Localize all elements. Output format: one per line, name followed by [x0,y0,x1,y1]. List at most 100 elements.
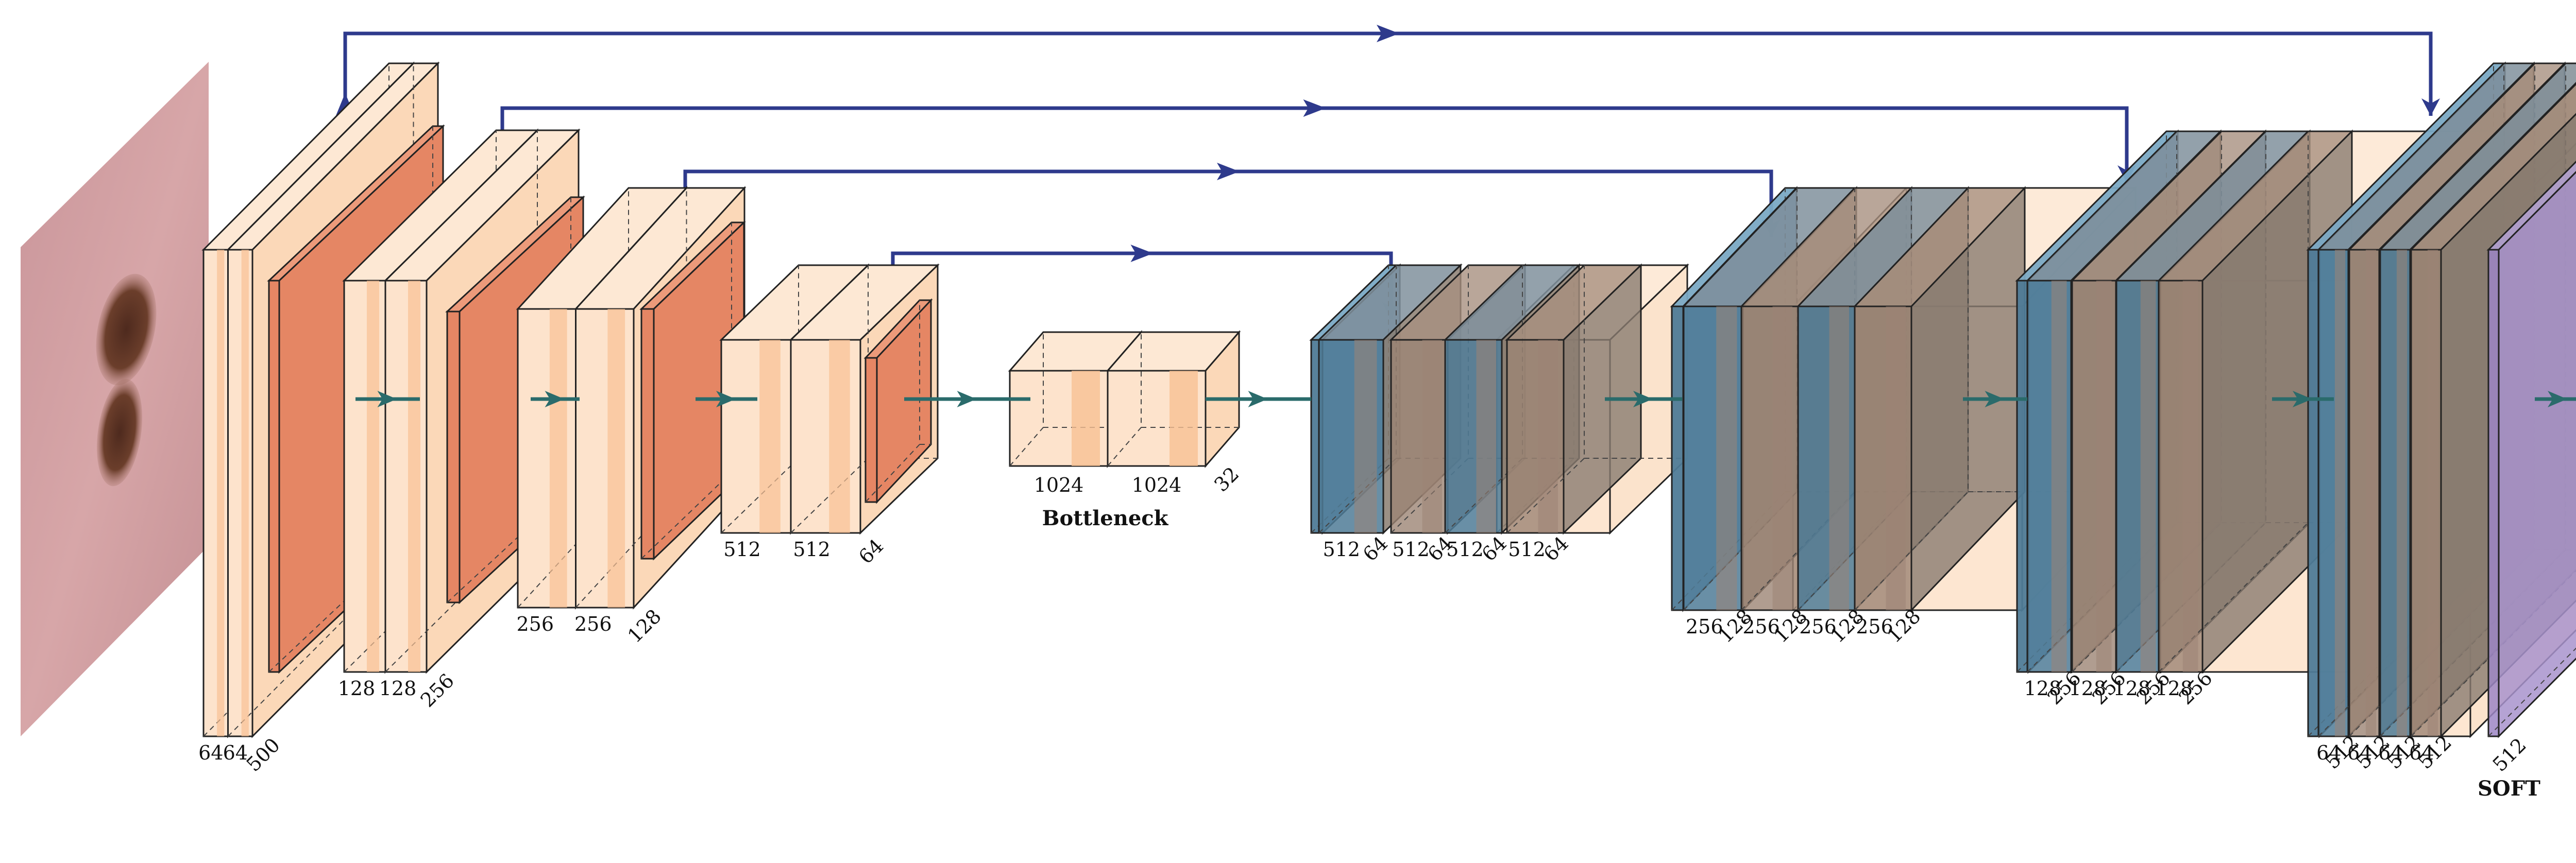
decoder-label-depth: 64 [1359,532,1392,565]
flow-arrowhead [377,391,397,407]
feature-band [1829,306,1849,610]
flow-arrowhead [545,391,565,407]
feature-band [1170,371,1198,466]
decoder-block-1 [1309,263,1689,535]
decoder-label: 128 [2113,677,2150,700]
encoder-label: 128 [338,677,376,700]
flow-arrowhead [1985,391,2005,407]
input-image [21,62,209,736]
feature-band [217,250,225,736]
encoder-label: 256 [574,613,612,635]
feature-band [408,281,420,672]
feature-band [2140,281,2156,672]
decoder-label: 512 [1392,538,1430,561]
decoder-label: 64 [2347,741,2372,764]
feature-band [1772,306,1792,610]
decoder-label: 256 [1742,615,1780,638]
slab-hidden-edge [721,265,799,533]
blocks [201,61,2576,738]
feature-band [1354,340,1377,533]
skip-arrowhead [1303,99,1326,117]
encoder-label-depth: 500 [242,734,284,776]
bottleneck-label-depth: 32 [1210,462,1243,496]
encoder-label-depth: 256 [416,669,459,712]
skip-arrowhead-down [2421,98,2440,116]
encoder-label: 256 [516,613,554,635]
feature-band [607,309,625,608]
encoder-block-4 [719,263,940,535]
encoder-label: 512 [793,538,831,561]
softmax-caption: SOFT [2478,776,2540,801]
encoder-label: 64 [198,741,223,764]
feature-band [2051,281,2067,672]
feature-band [367,281,379,672]
slab-hidden-edge [790,265,869,533]
decoder-label: 512 [1323,538,1360,561]
decoder-label: 512 [1508,538,1546,561]
flow-arrowhead [2548,391,2567,407]
slab-hidden-edge [2488,647,2576,737]
encoder-label: 128 [379,677,417,700]
slab-hidden-edge [1506,265,1585,533]
feature-band [759,340,781,533]
decoder-label: 512 [1446,538,1484,561]
skip-arrowhead [1130,245,1154,262]
bottleneck-caption: Bottleneck [1042,506,1169,530]
decoder-label-depth: 128 [1883,605,1925,647]
decoder-label: 256 [1686,615,1723,638]
feature-band [241,250,249,736]
feature-band [2334,250,2346,736]
feature-band [1886,306,1906,610]
feature-band [2365,250,2377,736]
decoder-label-depth: 512 [2414,731,2456,773]
flow-arrowhead [2293,391,2312,407]
flow-arrowhead [1633,391,1653,407]
feature-band [2396,250,2408,736]
encoder-label-depth: 64 [854,534,888,568]
decoder-label-depth: 256 [2174,667,2216,709]
slab-hidden-edge [1854,188,1969,611]
decoder-block-2 [1670,186,2138,612]
feature-band [1716,306,1737,610]
slab-front [1671,305,1684,611]
slab-front [268,280,280,673]
output-label: 512 [2488,734,2531,776]
flow-arrows [355,391,2576,407]
slab-hidden-edge [1318,265,1397,533]
slab-front [640,308,655,560]
feature-band [1422,340,1442,533]
slab-front [2487,249,2500,737]
feature-band [2182,281,2198,672]
decoder-label: 64 [2316,741,2341,764]
decoder-label: 256 [1856,615,1893,638]
encoder-label-depth: 128 [623,605,666,647]
skip-connection [683,169,1773,247]
bottleneck-label: 1024 [1034,474,1084,496]
decoder-label: 128 [2024,677,2061,700]
bottleneck-block [1008,330,1241,469]
flow-arrowhead [716,391,736,407]
slab-front [446,310,461,603]
feature-band [829,340,850,533]
feature-band [2096,281,2112,672]
slab-hidden-edge [2411,569,2576,737]
feature-band [1072,371,1100,466]
feature-band [1476,340,1496,533]
skip-arrowhead [1217,163,1240,180]
decoder-label: 256 [1799,615,1837,638]
encoder-label: 512 [723,538,761,561]
encoder-label: 64 [223,741,248,764]
feature-band [1538,340,1558,533]
decoder-label: 64 [2409,741,2434,764]
softmax-block [2486,160,2576,738]
bottleneck-label: 1024 [1132,474,1182,496]
decoder-label: 128 [2155,677,2193,700]
decoder-label: 64 [2378,741,2403,764]
feature-band [2427,250,2438,736]
flow-arrowhead [1248,391,1268,407]
skip-connection [343,31,2433,154]
flow-arrowhead [957,391,977,407]
feature-band [549,309,567,608]
slab-front [865,357,878,503]
